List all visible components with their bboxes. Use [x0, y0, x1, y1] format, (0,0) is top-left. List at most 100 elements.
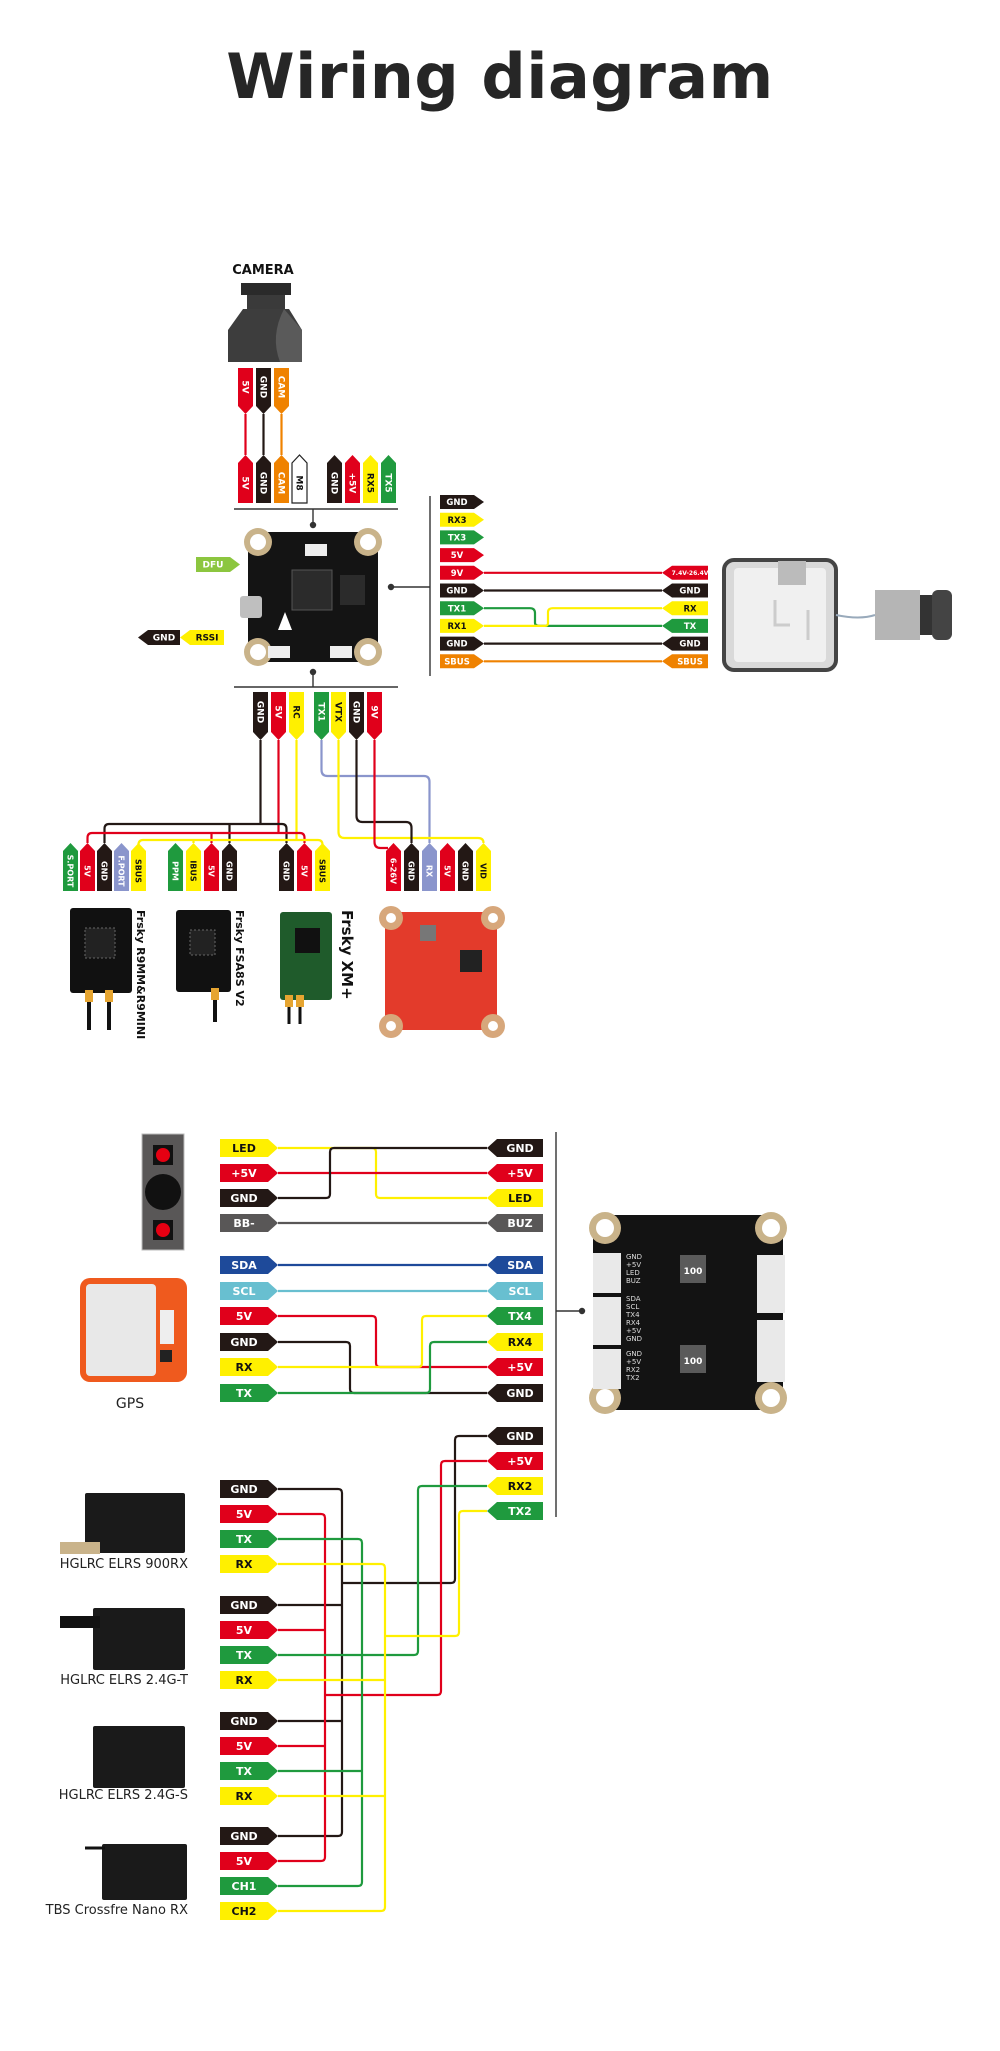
pin-tag-shape — [487, 1164, 543, 1182]
pin-label: RX — [236, 1361, 253, 1374]
pin-label: DFU — [203, 561, 224, 571]
pin-label: SBUS — [318, 859, 327, 883]
pin-tag-shape — [487, 1502, 543, 1520]
pin-tag-gnd: GND — [138, 630, 180, 645]
pin-tag-ibus: IBUS — [186, 843, 201, 891]
frsky-r9mm-board — [70, 908, 132, 1030]
pin-tag-shape — [220, 1712, 278, 1730]
pin-tag-shape — [440, 530, 484, 545]
receiver-name: HGLRC ELRS 2.4G-T — [60, 1673, 188, 1688]
pin-tag-sda: SDA — [220, 1256, 278, 1274]
pin-tag-gnd: GND — [440, 495, 484, 509]
pin-tag-shape — [458, 843, 473, 891]
pin-label: SDA — [507, 1259, 533, 1272]
receiver-name: TBS Crossfre Nano RX — [45, 1903, 188, 1918]
pin-tag-vid: VID — [476, 843, 491, 891]
pin-tag-shape — [63, 843, 78, 891]
pin-tag-buz: BUZ — [487, 1214, 543, 1232]
pin-tag-shape — [662, 601, 708, 616]
pin-tag-gnd: GND — [327, 455, 342, 503]
pin-tag-shape — [331, 692, 346, 740]
pin-label: TX1 — [315, 702, 325, 721]
pin-tag-shape — [440, 636, 484, 651]
silk-label: +5V — [626, 1261, 641, 1269]
pin-tag-5v: +5V — [345, 455, 360, 503]
pin-label: SCL — [508, 1285, 531, 1298]
pin-label: GND — [506, 1430, 533, 1443]
pin-tag-shape — [440, 583, 484, 598]
pin-tag-tx5: TX5 — [381, 455, 396, 503]
pin-tag-shape — [222, 843, 237, 891]
pin-label: 5V — [236, 1508, 253, 1521]
silk-label: BUZ — [626, 1277, 641, 1285]
pin-tag-5v: 5V — [220, 1852, 278, 1870]
pin-label: RX2 — [508, 1480, 533, 1493]
pin-tag-shape — [315, 843, 330, 891]
pin-label: RX — [236, 1674, 253, 1687]
pin-tag-rx2: RX2 — [487, 1477, 543, 1495]
pin-label: M8 — [293, 475, 303, 490]
pin-label: SDA — [231, 1259, 257, 1272]
pin-tag-shape — [220, 1333, 278, 1351]
pin-tag-5v: 5V — [271, 692, 286, 740]
pin-tag-shape — [271, 692, 286, 740]
pin-tag-shape — [220, 1214, 278, 1232]
pin-tag-tx: TX — [220, 1530, 278, 1548]
pin-tag-shape — [186, 843, 201, 891]
pin-tag-shape — [256, 455, 271, 503]
wire-yellow — [278, 1314, 487, 1369]
pin-label: F.PORT — [117, 855, 126, 887]
pin-label: RX4 — [508, 1336, 533, 1349]
pin-label: GND — [230, 1192, 257, 1205]
pin-tag-gnd: GND — [220, 1827, 278, 1845]
silk-label: SDA — [626, 1295, 641, 1303]
section2-frame — [555, 1132, 586, 1517]
pin-tag-shape — [220, 1762, 278, 1780]
pin-label: TX1 — [448, 604, 466, 614]
pin-tag-shape — [289, 692, 304, 740]
wire-red — [325, 1459, 487, 1697]
pin-tag-rx5: RX5 — [363, 455, 378, 503]
pin-tag-shape — [114, 843, 129, 891]
vtx-unit — [722, 558, 952, 672]
pin-tag-vtx: VTX — [331, 692, 346, 740]
pin-tag-shape — [220, 1621, 278, 1639]
pin-label: SCL — [232, 1285, 255, 1298]
silk-label: LED — [626, 1269, 640, 1277]
pin-label: 5V — [443, 865, 452, 878]
pin-tag-shape — [131, 843, 146, 891]
pin-tag-shape — [386, 843, 401, 891]
pin-tag-shape — [345, 455, 360, 503]
pin-label: GND — [461, 861, 470, 881]
pin-tag-led: LED — [220, 1139, 278, 1157]
pin-tag-5v: 5V — [238, 368, 253, 414]
pin-tag-5v: 5V — [297, 843, 312, 891]
vtx-camera — [875, 590, 920, 640]
pin-tag-5v: 5V — [220, 1621, 278, 1639]
pin-tag-shape — [440, 654, 484, 669]
pin-tag-ppm: PPM — [168, 843, 183, 891]
pin-label: 5V — [239, 476, 249, 489]
pin-tag-gnd: GND — [256, 455, 271, 503]
pin-tag-shape — [220, 1505, 278, 1523]
camera: CAMERA — [228, 263, 302, 362]
pin-tag-shape — [487, 1477, 543, 1495]
pin-tag-shape — [220, 1139, 278, 1157]
pin-tag-shape — [662, 636, 708, 651]
pin-tag-shape — [220, 1902, 278, 1920]
pin-tag-5v: +5V — [487, 1452, 543, 1470]
pin-label: VID — [479, 863, 488, 879]
tbs-nano-rx-board — [85, 1844, 187, 1900]
receiver-name: HGLRC ELRS 900RX — [60, 1557, 188, 1572]
wire-yellow — [337, 740, 485, 844]
pin-label: GND — [257, 376, 267, 398]
pin-label: 5V — [236, 1740, 253, 1753]
pin-label: 5V — [451, 551, 464, 561]
pin-label: SBUS — [444, 657, 470, 667]
pin-tag-gnd: GND — [487, 1427, 543, 1445]
pin-tag-gnd: GND — [458, 843, 473, 891]
pin-label: GND — [446, 587, 467, 597]
pin-tag-tx2: TX2 — [487, 1502, 543, 1520]
pin-label: GND — [225, 861, 234, 881]
